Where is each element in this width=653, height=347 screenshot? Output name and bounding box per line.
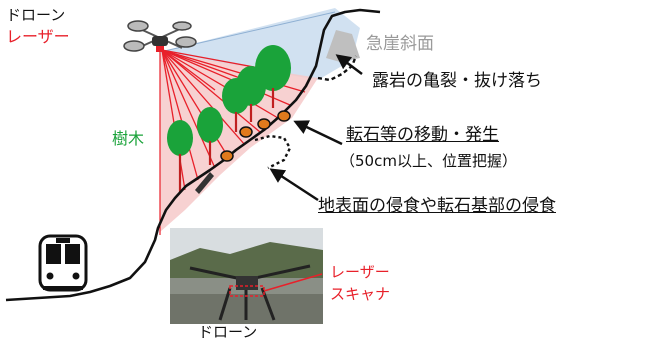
drone-photo-caption: ドローン (198, 323, 258, 341)
erosion-label: 地表面の侵食や転石基部の侵食 (318, 196, 556, 216)
scanner-label-line2: スキャナ (330, 285, 391, 303)
steep-slope-label: 急崖斜面 (366, 34, 434, 54)
tree-icon (167, 45, 291, 156)
drone-photo (170, 228, 323, 324)
crack-dashed (317, 55, 358, 82)
train-icon (38, 234, 88, 292)
drone-label: ドローン (6, 6, 66, 24)
drone-icon (123, 20, 197, 52)
scan-area-blue (160, 8, 360, 80)
fallen-trunk (195, 172, 214, 194)
arrow-icon (293, 120, 343, 146)
scanner-label-line1: レーザー (330, 263, 390, 281)
rock-crack-label: 露岩の亀裂・抜け落ち (372, 71, 542, 91)
arrow-icon (335, 54, 363, 75)
rockfall-title-label: 転石等の移動・発生 (346, 125, 499, 145)
erosion-dashed (254, 134, 292, 170)
rock-icon (220, 110, 291, 162)
rockfall-note-label: （50cm以上、位置把握） (340, 152, 517, 170)
laser-label: レーザー (6, 27, 70, 46)
tree-trunks (178, 88, 275, 192)
trees-label: 樹木 (112, 129, 145, 148)
arrow-icon (269, 168, 319, 202)
rock-outcrop (326, 30, 360, 62)
